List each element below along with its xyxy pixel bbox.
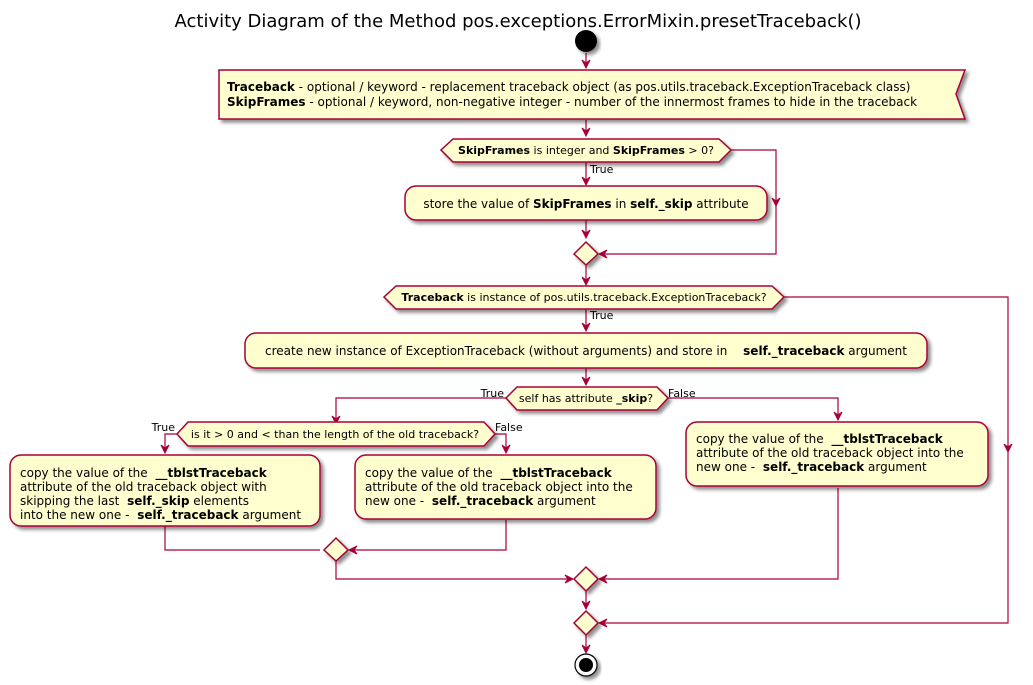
decision-skip-range-text: is it > 0 and < than the length of the o… (191, 428, 479, 441)
action-copy-full-middle (354, 454, 657, 520)
action-copy-full-right (685, 421, 989, 487)
skip-l4c: argument (239, 508, 302, 522)
param-skipframes-desc: - optional / keyword, non-negative integ… (306, 95, 918, 109)
merge-skip-range (322, 536, 350, 563)
decision-skip-range-false: False (495, 421, 523, 434)
mid-l1b: __tblstTraceback (500, 466, 612, 481)
action-create-t2: argument (844, 344, 907, 358)
merge-traceback (572, 609, 600, 637)
action-copy-skipping-line3: skipping the last self._skip elements (20, 494, 249, 509)
action-store-b1: SkipFrames (533, 197, 612, 211)
action-copy-right-line3: new one - self._traceback argument (696, 460, 927, 475)
action-create-b1: self._traceback (743, 344, 845, 359)
decision-skip-range-true: True (151, 421, 176, 434)
decision-skipframes-t2: > 0? (685, 144, 714, 157)
decision-has-skip-t1: self has attribute (519, 392, 616, 405)
parameters-note (218, 69, 967, 120)
action-copy-skipping-line4: into the new one - self._traceback argum… (20, 508, 301, 523)
action-copy-skipping-line2: attribute of the old traceback object wi… (20, 480, 267, 494)
skip-l3b: self._skip (127, 494, 190, 509)
action-store-t3: attribute (692, 197, 748, 211)
right-l3c: argument (864, 460, 927, 474)
action-store-b2: self._skip (630, 197, 693, 212)
action-create-instance (244, 332, 928, 369)
skip-l3a: skipping the last (20, 494, 123, 508)
decision-traceback-instance (382, 285, 786, 310)
flow-arrowheads (160, 59, 1013, 655)
right-l1b: __tblstTraceback (831, 432, 943, 447)
action-copy-mid-line3: new one - self._traceback argument (365, 494, 596, 509)
action-create-text: create new instance of ExceptionTracebac… (265, 344, 907, 359)
merge-has-skip (572, 565, 600, 593)
action-copy-right-line1: copy the value of the __tblstTraceback (696, 432, 944, 447)
decision-has-skip (504, 386, 670, 411)
skip-l4b: self._traceback (137, 508, 239, 523)
skip-l4a: into the new one - (20, 508, 133, 522)
mid-l3a: new one - (365, 494, 428, 508)
param-traceback-name: Traceback (227, 80, 296, 94)
right-l1a: copy the value of the (696, 432, 827, 446)
param-line-traceback: Traceback - optional / keyword - replace… (227, 80, 910, 94)
decision-skipframes-true: True (589, 163, 614, 176)
action-create-t1: create new instance of ExceptionTracebac… (265, 344, 731, 358)
mid-l3b: self._traceback (432, 494, 534, 509)
mid-l1a: copy the value of the (365, 466, 496, 480)
action-store-skip (404, 185, 768, 221)
action-copy-skipping (9, 454, 321, 527)
decision-skip-range (175, 421, 497, 447)
action-store-t2: in (612, 197, 631, 211)
decision-traceback-t1: is instance of pos.utils.traceback.Excep… (464, 291, 767, 304)
decision-traceback-true: True (589, 309, 614, 322)
action-copy-right-line2: attribute of the old traceback object in… (696, 446, 964, 460)
action-copy-mid-line1: copy the value of the __tblstTraceback (365, 466, 613, 481)
decision-has-skip-b1: _skip (616, 392, 647, 405)
decision-skipframes-b1: SkipFrames (458, 144, 530, 157)
skip-l1b: __tblstTraceback (155, 466, 267, 481)
param-traceback-desc: - optional / keyword - replacement trace… (295, 80, 911, 94)
action-store-t1: store the value of (423, 197, 533, 211)
skip-l1a: copy the value of the (20, 466, 151, 480)
skip-l3c: elements (189, 494, 249, 508)
action-store-skip-text: store the value of SkipFrames in self._s… (423, 197, 748, 212)
decision-has-skip-false: False (668, 387, 696, 400)
decision-skipframes (439, 138, 733, 163)
end-node (574, 653, 598, 677)
decision-traceback-text: Traceback is instance of pos.utils.trace… (401, 291, 766, 304)
decision-has-skip-t2: ? (647, 392, 653, 405)
decision-skipframes-text: SkipFrames is integer and SkipFrames > 0… (458, 144, 714, 157)
decision-traceback-b1: Traceback (401, 291, 464, 304)
decision-skipframes-t1: is integer and (530, 144, 613, 157)
param-line-skipframes: SkipFrames - optional / keyword, non-neg… (227, 95, 917, 109)
right-l3a: new one - (696, 460, 759, 474)
merge-skipframes (572, 240, 600, 267)
action-copy-skipping-line1: copy the value of the __tblstTraceback (20, 466, 268, 481)
decision-has-skip-text: self has attribute _skip? (519, 392, 653, 405)
param-skipframes-name: SkipFrames (227, 95, 306, 109)
diagram-title: Activity Diagram of the Method pos.excep… (175, 11, 862, 32)
mid-l3c: argument (533, 494, 596, 508)
start-node (575, 30, 597, 52)
right-l3b: self._traceback (763, 460, 865, 475)
decision-skipframes-b2: SkipFrames (613, 144, 685, 157)
action-copy-mid-line2: attribute of the old traceback object in… (365, 480, 633, 494)
decision-has-skip-true: True (480, 387, 505, 400)
